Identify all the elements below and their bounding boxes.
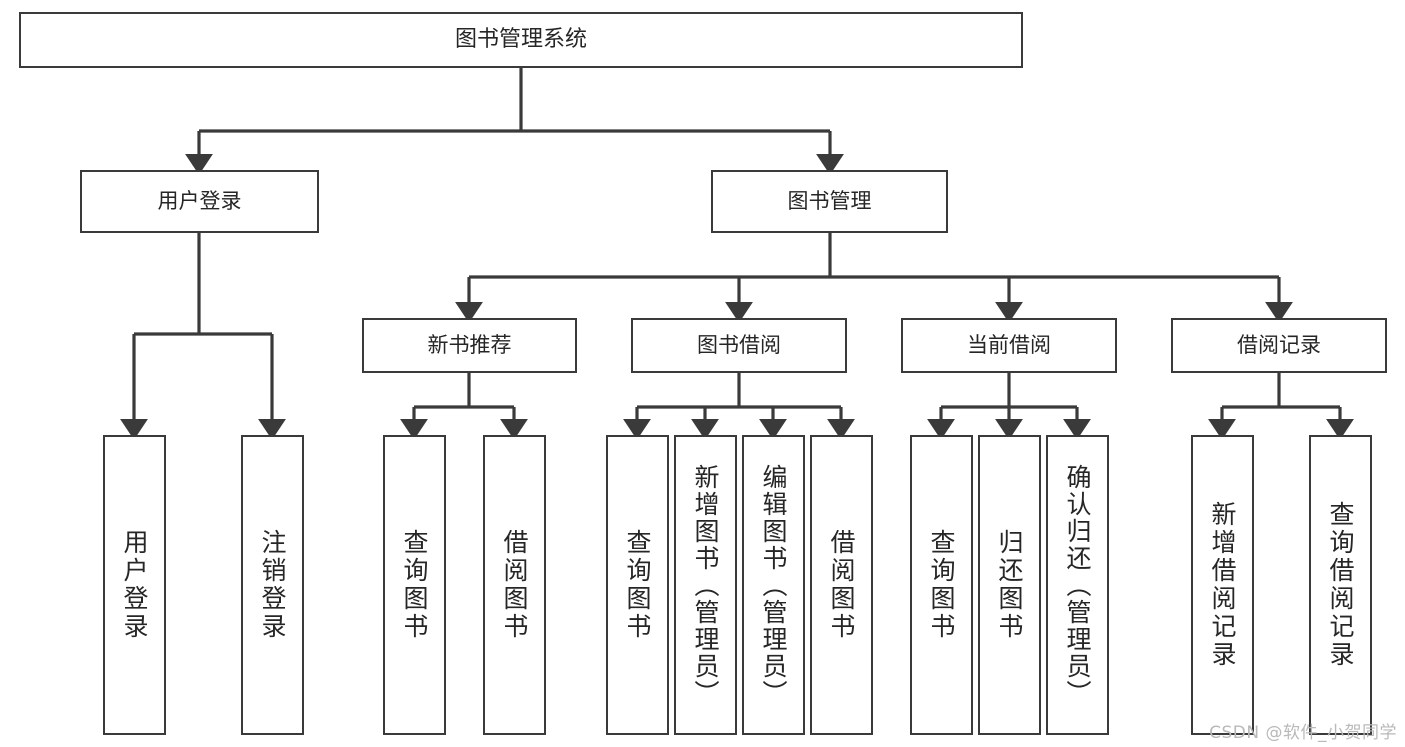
leaf-query-borrow-record-label: 查询借阅记录 [1326,501,1355,669]
leaf-logout[interactable]: 注销登录 [241,435,304,735]
leaf-query-book-recommend[interactable]: 查询图书 [383,435,446,735]
leaf-user-login[interactable]: 用户登录 [103,435,166,735]
leaf-query-book-recommend-label: 查询图书 [400,529,429,641]
node-book-borrow[interactable]: 图书借阅 [631,318,847,373]
node-book-borrow-label: 图书借阅 [697,333,781,358]
leaf-return-book-label: 归还图书 [995,529,1024,641]
node-new-book-recommend[interactable]: 新书推荐 [362,318,577,373]
node-root-label: 图书管理系统 [454,27,587,53]
node-current-borrow[interactable]: 当前借阅 [901,318,1117,373]
leaf-borrow-book-label: 借阅图书 [827,529,856,641]
node-book-management-label: 图书管理 [787,189,872,214]
node-user-login-label: 用户登录 [157,189,242,214]
leaf-add-book-admin[interactable]: 新增图书（管理员） [674,435,737,735]
leaf-borrow-book[interactable]: 借阅图书 [810,435,873,735]
node-current-borrow-label: 当前借阅 [967,333,1051,358]
leaf-add-borrow-record-label: 新增借阅记录 [1208,501,1237,669]
leaf-query-book-borrow[interactable]: 查询图书 [606,435,669,735]
leaf-query-book-current-label: 查询图书 [927,529,956,641]
node-root[interactable]: 图书管理系统 [19,12,1023,68]
leaf-edit-book-admin[interactable]: 编辑图书（管理员） [742,435,805,735]
node-borrow-record-label: 借阅记录 [1237,333,1321,358]
node-new-book-recommend-label: 新书推荐 [427,333,512,358]
leaf-logout-label: 注销登录 [258,529,287,641]
leaf-add-book-admin-label: 新增图书（管理员） [691,463,720,707]
leaf-confirm-return-admin-label: 确认归还（管理员） [1063,463,1092,707]
leaf-borrow-book-recommend-label: 借阅图书 [500,529,529,641]
leaf-borrow-book-recommend[interactable]: 借阅图书 [483,435,546,735]
node-user-login[interactable]: 用户登录 [80,170,319,233]
leaf-query-book-current[interactable]: 查询图书 [910,435,973,735]
leaf-return-book[interactable]: 归还图书 [978,435,1041,735]
leaf-confirm-return-admin[interactable]: 确认归还（管理员） [1046,435,1109,735]
node-borrow-record[interactable]: 借阅记录 [1171,318,1387,373]
leaf-add-borrow-record[interactable]: 新增借阅记录 [1191,435,1254,735]
leaf-query-book-borrow-label: 查询图书 [623,529,652,641]
leaf-user-login-label: 用户登录 [120,529,149,641]
leaf-edit-book-admin-label: 编辑图书（管理员） [759,463,788,707]
node-book-management[interactable]: 图书管理 [711,170,948,233]
leaf-query-borrow-record[interactable]: 查询借阅记录 [1309,435,1372,735]
